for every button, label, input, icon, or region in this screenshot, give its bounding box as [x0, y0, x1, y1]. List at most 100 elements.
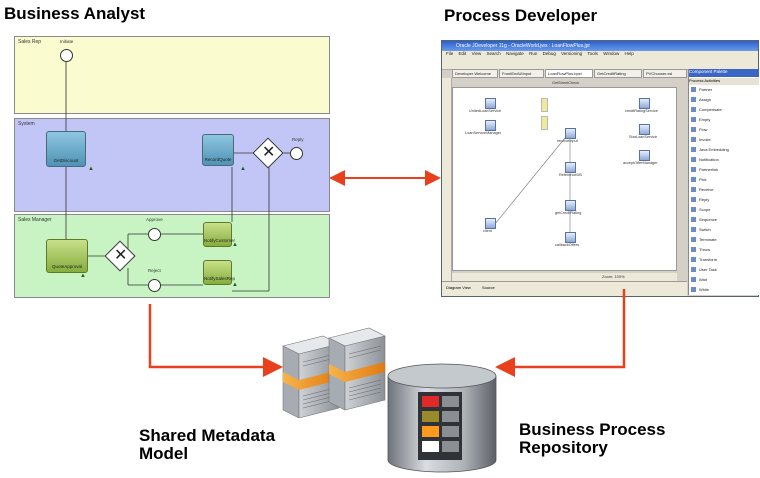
palette-item[interactable]: Throw	[691, 247, 710, 253]
reject-label: Reject	[148, 268, 161, 273]
palette-item[interactable]: User Task	[691, 267, 717, 273]
palette-item-label: Scope	[699, 207, 711, 212]
center-node-label: getCreditRating	[555, 211, 582, 215]
palette-item[interactable]: Compensate	[691, 107, 722, 113]
palette-item-label: Switch	[699, 227, 711, 232]
performer-icon: ▲	[80, 273, 86, 279]
menu-view[interactable]: View	[471, 51, 482, 56]
lane-title: Sales Manager	[18, 217, 52, 223]
left-node-label: LoanServiceManager	[465, 131, 502, 135]
center-node-label: callbackOffers	[555, 243, 579, 247]
task-record-quote: RecordQuote	[202, 134, 234, 166]
palette-item-label: Invoke	[699, 137, 711, 142]
palette-item-label: Assign	[699, 97, 712, 102]
approve-label: Approve	[146, 217, 163, 222]
palette-item[interactable]: Pick	[691, 177, 707, 183]
reject-event	[148, 279, 161, 292]
window-title-bar: Oracle JDeveloper 11g - OracleWorld.jws …	[442, 41, 758, 51]
task-get-discount: GetDiscount	[46, 131, 86, 167]
tab-pv-chooser[interactable]: PVChooser.xsl	[643, 69, 687, 78]
palette-item[interactable]: Receive	[691, 187, 714, 193]
task-label: NotifyCustomer	[204, 238, 236, 243]
bottom-tabs: Diagram View Source	[442, 281, 687, 296]
palette-item[interactable]: Flow	[691, 127, 708, 133]
status-bar: Zoom: 100%	[452, 273, 677, 281]
performer-icon: ▲	[88, 166, 94, 172]
menu-bar: File Edit View Search Navigate Run Debug…	[442, 51, 758, 59]
palette-item[interactable]: Java Embedding	[691, 147, 729, 153]
menu-debug[interactable]: Debug	[542, 51, 556, 56]
menu-versioning[interactable]: Versioning	[561, 51, 583, 56]
menu-tools[interactable]: Tools	[587, 51, 598, 56]
menu-file[interactable]: File	[446, 51, 454, 56]
palette-item-label: Partnerlink	[699, 167, 719, 172]
task-label: QuoteApproval	[51, 264, 83, 269]
palette-item-label: Sequence	[699, 217, 718, 222]
fault-marker	[541, 98, 548, 112]
center-node-label: receiveInput	[557, 139, 578, 143]
side-panel	[442, 78, 452, 281]
palette-item[interactable]: Partnerlink	[691, 167, 719, 173]
task-notify-sales-rep: NotifySalesRep	[203, 260, 236, 285]
task-label: NotifySalesRep	[204, 276, 236, 281]
reply-end-event	[290, 147, 303, 160]
service-icon	[639, 150, 650, 161]
menu-search[interactable]: Search	[486, 51, 501, 56]
palette-item[interactable]: Reply	[691, 197, 709, 203]
palette-item[interactable]: Transform	[691, 257, 718, 263]
palette-item[interactable]: Terminate	[691, 237, 717, 243]
palette-subtitle: Process Activities	[689, 78, 759, 85]
menu-run[interactable]: Run	[529, 51, 538, 56]
palette-item-label: Terminate	[699, 237, 717, 242]
tab-loanflowplus[interactable]: LoanFlowPlus.bpel	[545, 69, 593, 78]
developer-to-repository-arrow	[495, 289, 626, 377]
palette-item-label: Java Embedding	[699, 147, 729, 152]
palette-item-label: Notification	[699, 157, 719, 162]
palette-item[interactable]: While	[691, 287, 709, 293]
palette-title: Component Palette	[689, 69, 759, 77]
palette-item-label: Receive	[699, 187, 714, 192]
palette-item[interactable]: Partner	[691, 87, 712, 93]
palette-item[interactable]: Wait	[691, 277, 707, 283]
task-quote-approval: QuoteApproval	[46, 239, 88, 273]
start-event	[60, 49, 73, 62]
menu-edit[interactable]: Edit	[458, 51, 467, 56]
palette-item[interactable]: Empty	[691, 117, 710, 123]
task-notify-customer: NotifyCustomer	[203, 222, 236, 247]
repository-label: Business Process Repository	[519, 421, 665, 457]
palette-item-label: Compensate	[699, 107, 722, 112]
tab-frontend-ui-input[interactable]: FrontEndUIInput	[499, 69, 544, 78]
right-node-label: StarLoanService	[629, 135, 658, 139]
menu-navigate[interactable]: Navigate	[506, 51, 524, 56]
menu-window[interactable]: Window	[603, 51, 620, 56]
palette-item[interactable]: Scope	[691, 207, 711, 213]
metadata-servers-icon	[282, 327, 386, 418]
tab-developer-welcome[interactable]: Developer Welcome	[452, 69, 498, 78]
service-icon	[639, 98, 650, 109]
gateway-x-icon: ✕	[262, 144, 276, 161]
editor-tabs: Developer Welcome FrontEndUIInput LoanFl…	[452, 69, 687, 78]
jdeveloper-window: Oracle JDeveloper 11g - OracleWorld.jws …	[441, 40, 759, 297]
task-label: RecordQuote	[204, 157, 232, 162]
activity-icon	[565, 200, 576, 211]
activity-icon	[565, 128, 576, 139]
palette-item[interactable]: Invoke	[691, 137, 711, 143]
tab-source[interactable]: Source	[482, 285, 495, 290]
palette-item[interactable]: Assign	[691, 97, 712, 103]
palette-item[interactable]: Sequence	[691, 217, 718, 223]
palette-item[interactable]: Notification	[691, 157, 719, 163]
palette-item-label: Flow	[699, 127, 708, 132]
activity-icon	[565, 162, 576, 173]
tab-diagram-view[interactable]: Diagram View	[446, 285, 471, 290]
gateway-x-icon: ✕	[114, 247, 128, 264]
approve-event	[148, 228, 161, 241]
palette-item[interactable]: Switch	[691, 227, 711, 233]
palette-item-label: Transform	[699, 257, 718, 262]
palette-item-label: Pick	[699, 177, 707, 182]
tab-get-credit-rating[interactable]: GetCreditRating	[594, 69, 642, 78]
activity-icon	[565, 232, 576, 243]
analyst-to-metadata-arrow	[148, 304, 283, 377]
bpel-canvas: UnitedLoanService LoanServiceManager cli…	[452, 87, 677, 271]
menu-help[interactable]: Help	[624, 51, 634, 56]
